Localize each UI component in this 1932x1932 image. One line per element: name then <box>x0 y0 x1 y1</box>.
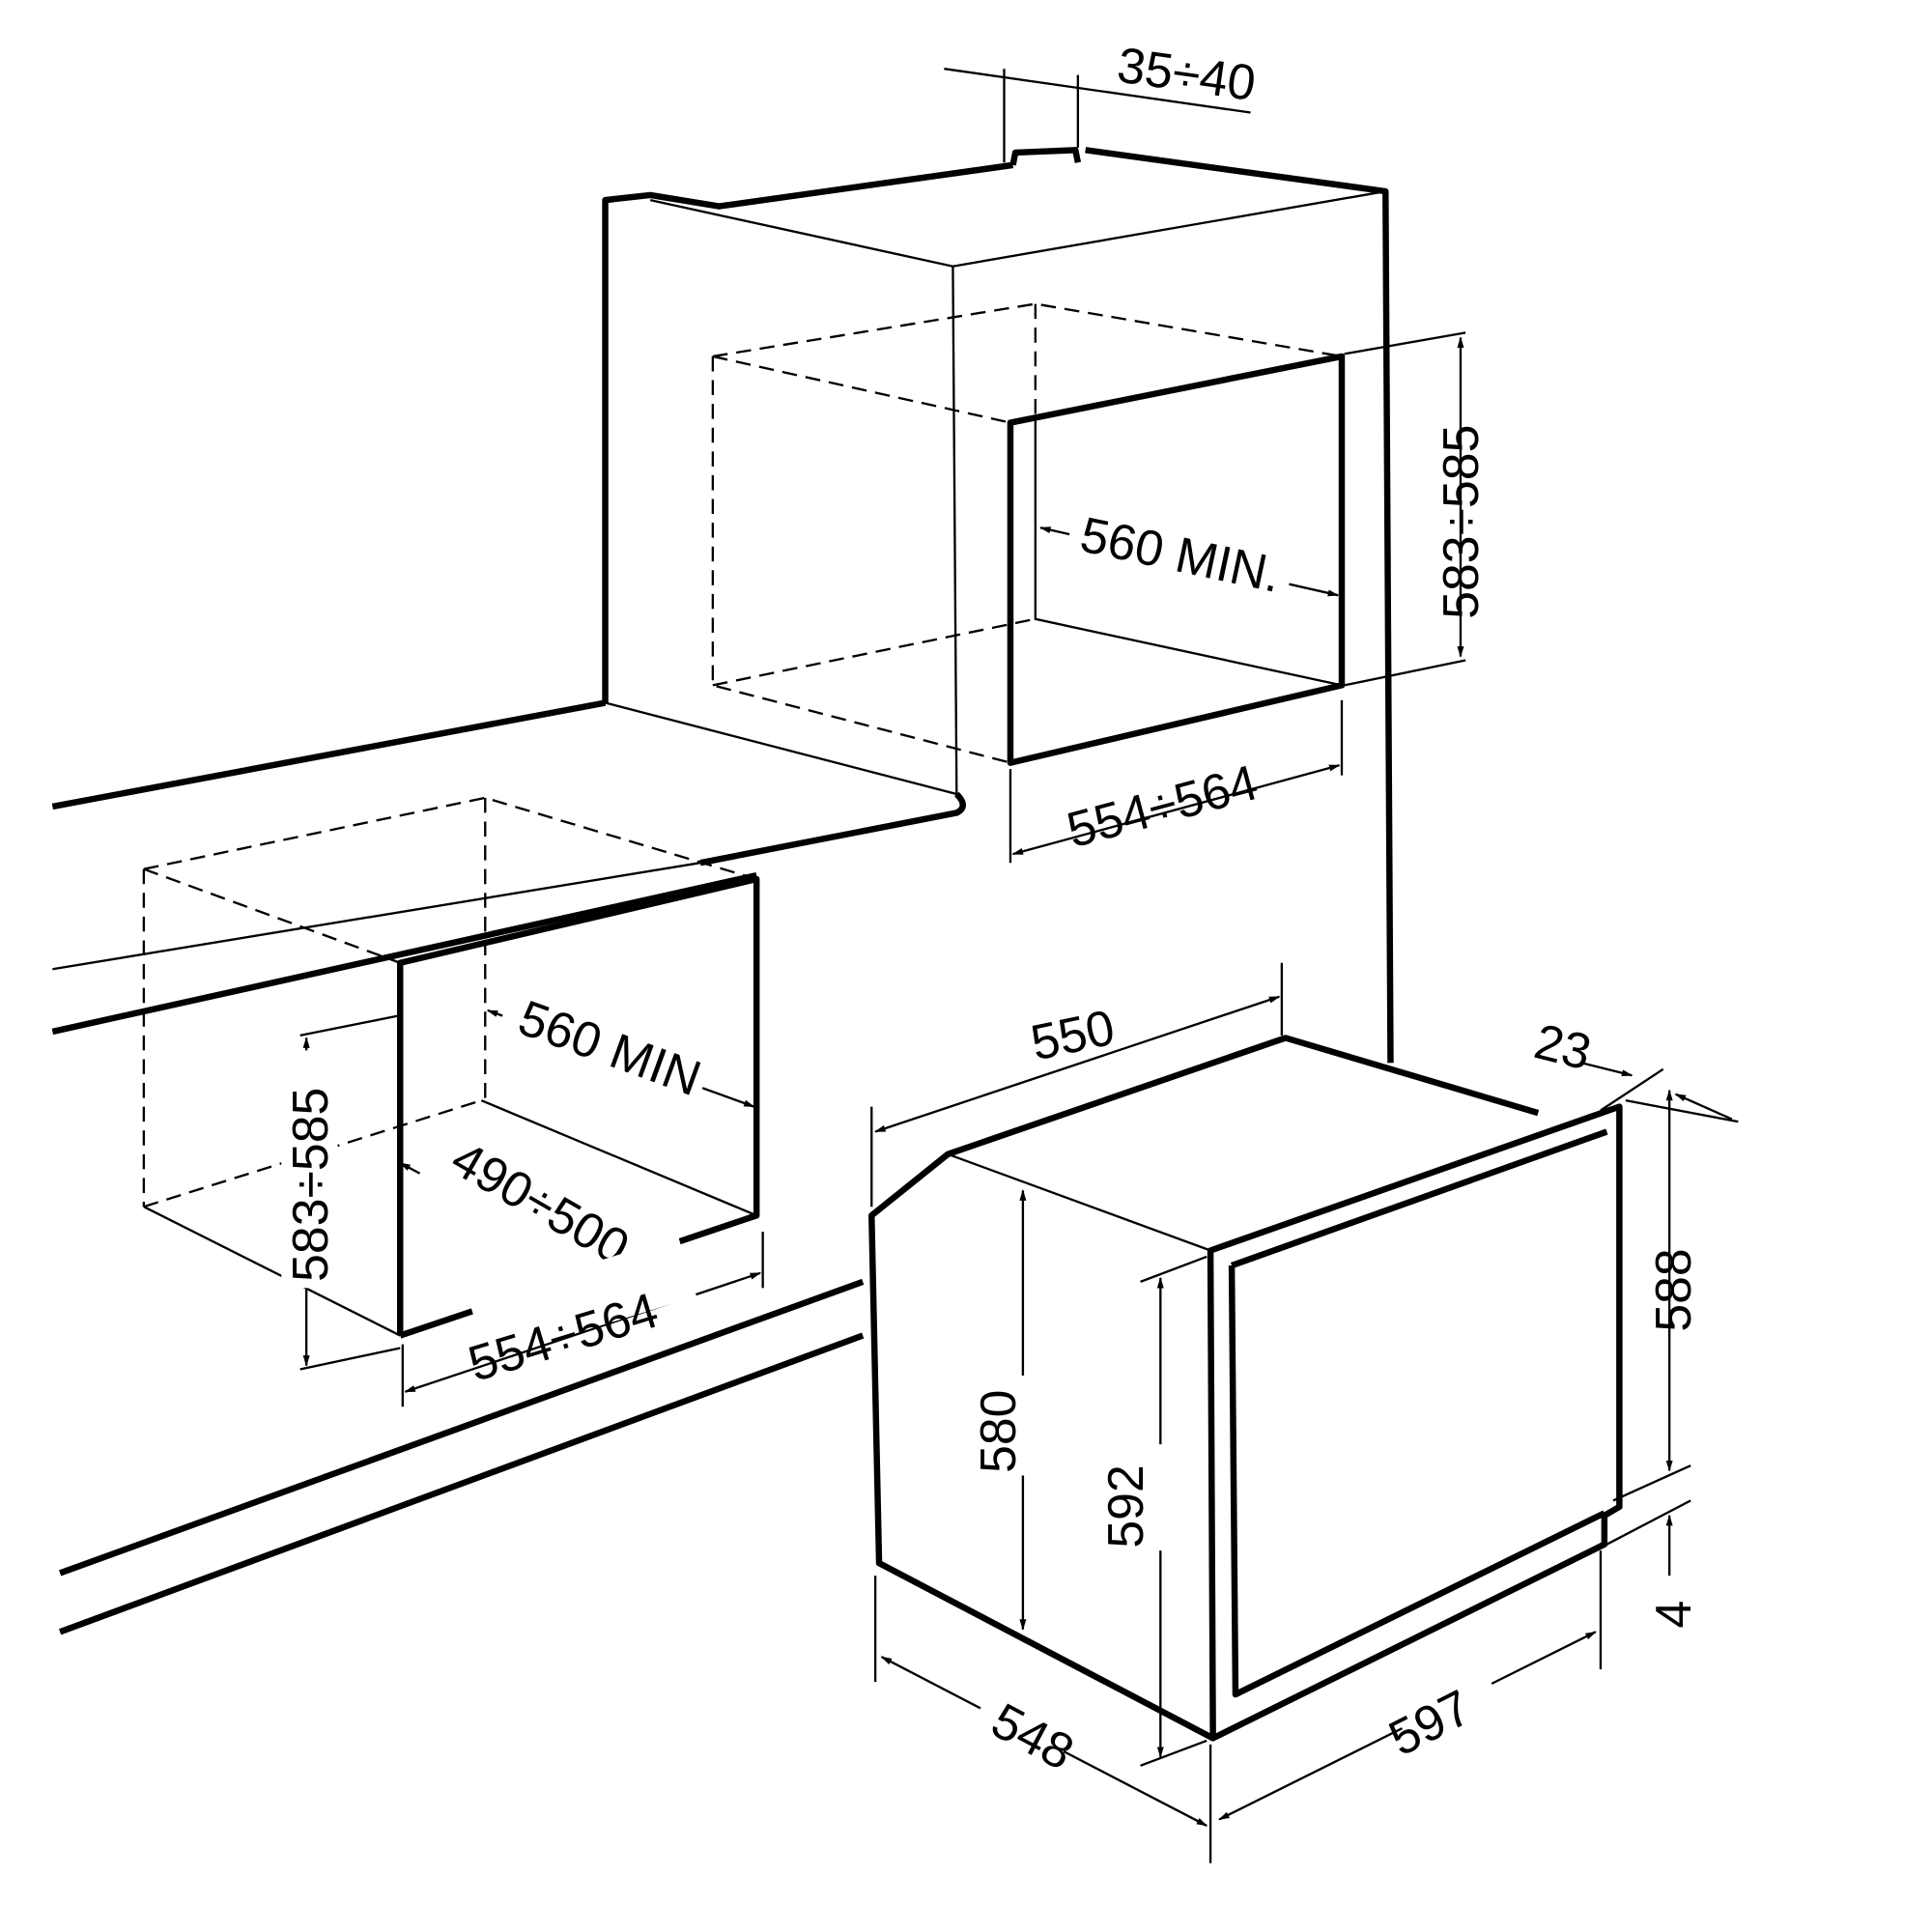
upper-cabinet <box>51 147 1394 1064</box>
upper-dimensions: 35÷40 583÷585 560 MIN. 554÷564 <box>944 37 1489 864</box>
body-height-label: 580 <box>970 1390 1026 1473</box>
upper-niche <box>711 302 1346 766</box>
top-depth-label: 550 <box>1026 999 1120 1071</box>
upper-height-label: 583÷585 <box>1433 425 1489 619</box>
oven <box>868 1035 1623 1742</box>
door-thickness-label: 23 <box>1529 1012 1597 1080</box>
lower-height-label: 583÷585 <box>282 1088 338 1282</box>
gap-label: 35÷40 <box>1114 37 1259 111</box>
lower-niche <box>59 796 865 1635</box>
bottom-offset-label: 4 <box>1645 1601 1701 1629</box>
front-height-label: 588 <box>1645 1248 1701 1331</box>
oven-dimensions: 550 23 588 4 580 592 548 597 <box>870 962 1739 1863</box>
total-height-label: 592 <box>1097 1464 1153 1548</box>
